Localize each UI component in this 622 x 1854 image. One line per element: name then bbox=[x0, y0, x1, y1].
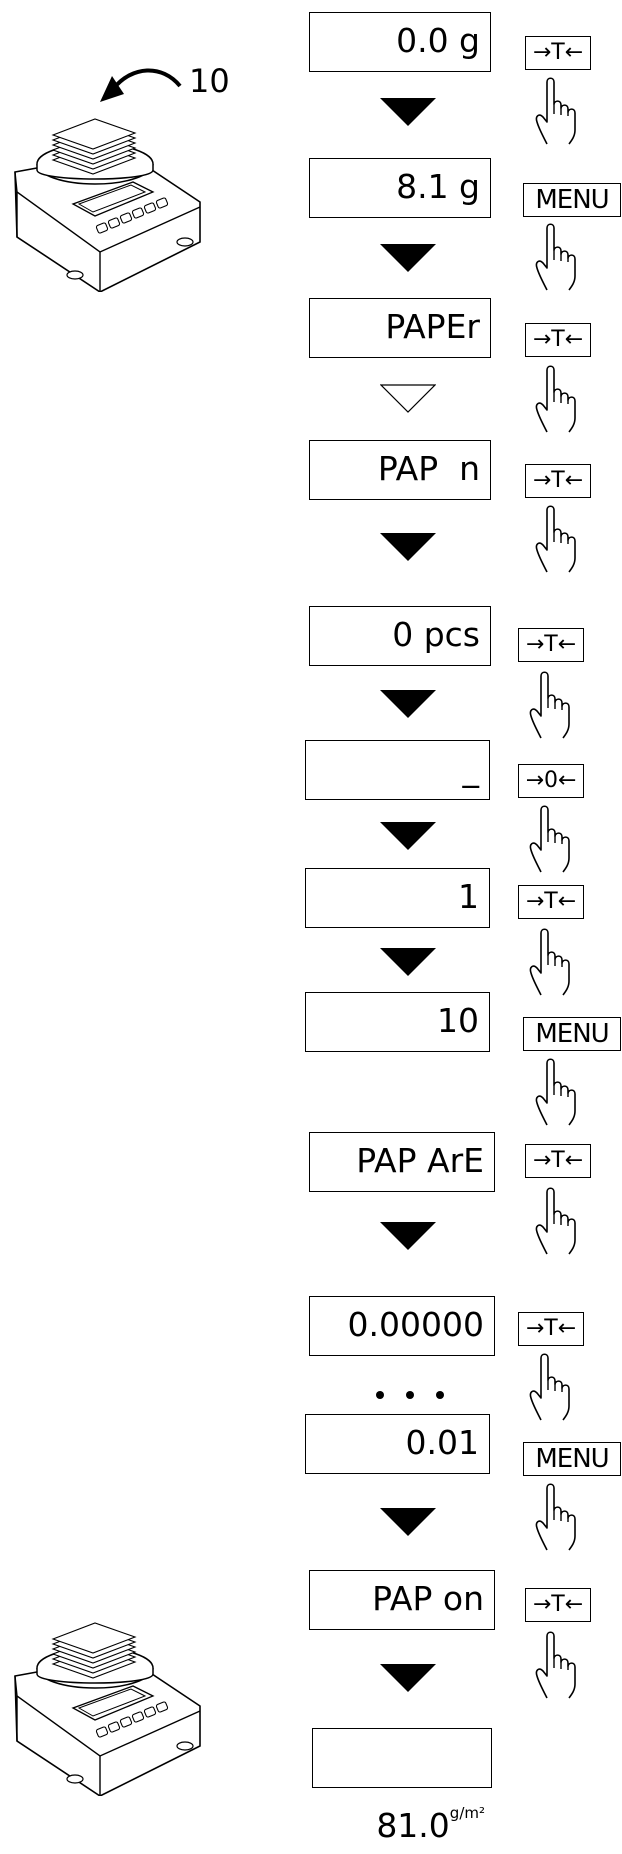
tare-key[interactable]: →T← bbox=[525, 1588, 591, 1622]
pointing-hand-icon bbox=[533, 362, 579, 434]
down-arrow-outline-icon bbox=[380, 384, 436, 413]
tare-key[interactable]: →T← bbox=[525, 464, 591, 498]
final-value: 81.0 bbox=[376, 1806, 450, 1845]
tare-key[interactable]: →T← bbox=[525, 323, 591, 357]
pointing-hand-icon bbox=[533, 1628, 579, 1700]
down-arrow-icon bbox=[380, 1508, 436, 1536]
down-arrow-icon bbox=[380, 1222, 436, 1250]
ellipsis-dots-icon bbox=[376, 1391, 444, 1399]
tare-key[interactable]: →T← bbox=[525, 1144, 591, 1178]
final-unit: g/m² bbox=[449, 1804, 485, 1822]
curved-arrow-icon bbox=[100, 68, 182, 102]
tare-key[interactable]: →T← bbox=[518, 1312, 584, 1346]
pointing-hand-icon bbox=[533, 1055, 579, 1127]
down-arrow-icon bbox=[380, 822, 436, 850]
down-arrow-icon bbox=[380, 690, 436, 718]
tare-key[interactable]: →T← bbox=[525, 36, 591, 70]
display-readout: 0 pcs bbox=[309, 606, 491, 666]
tare-key[interactable]: →T← bbox=[518, 885, 584, 919]
zero-key[interactable]: →0← bbox=[518, 764, 584, 798]
final-display-readout: 81.0g/m² bbox=[312, 1728, 492, 1845]
display-readout: 0.0 g bbox=[309, 12, 491, 72]
menu-key[interactable]: MENU bbox=[523, 1017, 621, 1051]
menu-key[interactable]: MENU bbox=[523, 183, 621, 217]
display-readout: PAPEr bbox=[309, 298, 491, 358]
display-readout: PAP on bbox=[309, 1570, 495, 1630]
display-readout: PAP ArE bbox=[309, 1132, 495, 1192]
balance-with-paper-icon bbox=[5, 92, 205, 292]
display-readout: _ bbox=[305, 740, 490, 800]
display-readout: 0.01 bbox=[305, 1414, 490, 1474]
display-readout: 1 bbox=[305, 868, 490, 928]
display-readout: 8.1 g bbox=[309, 158, 491, 218]
pointing-hand-icon bbox=[533, 220, 579, 292]
pointing-hand-icon bbox=[533, 1480, 579, 1552]
down-arrow-icon bbox=[380, 1664, 436, 1692]
sheet-count-callout: 10 bbox=[189, 62, 230, 100]
display-readout: PAP n bbox=[309, 440, 491, 500]
down-arrow-icon bbox=[380, 98, 436, 126]
display-readout: 10 bbox=[305, 992, 490, 1052]
pointing-hand-icon bbox=[533, 502, 579, 574]
menu-key[interactable]: MENU bbox=[523, 1442, 621, 1476]
pointing-hand-icon bbox=[533, 1184, 579, 1256]
down-arrow-icon bbox=[380, 533, 436, 561]
pointing-hand-icon bbox=[527, 668, 573, 740]
down-arrow-icon bbox=[380, 948, 436, 976]
pointing-hand-icon bbox=[527, 802, 573, 874]
tare-key[interactable]: →T← bbox=[518, 628, 584, 662]
display-readout: 0.00000 bbox=[309, 1296, 495, 1356]
pointing-hand-icon bbox=[527, 925, 573, 997]
pointing-hand-icon bbox=[533, 74, 579, 146]
down-arrow-icon bbox=[380, 244, 436, 272]
pointing-hand-icon bbox=[527, 1350, 573, 1422]
balance-with-paper-icon bbox=[5, 1596, 205, 1796]
